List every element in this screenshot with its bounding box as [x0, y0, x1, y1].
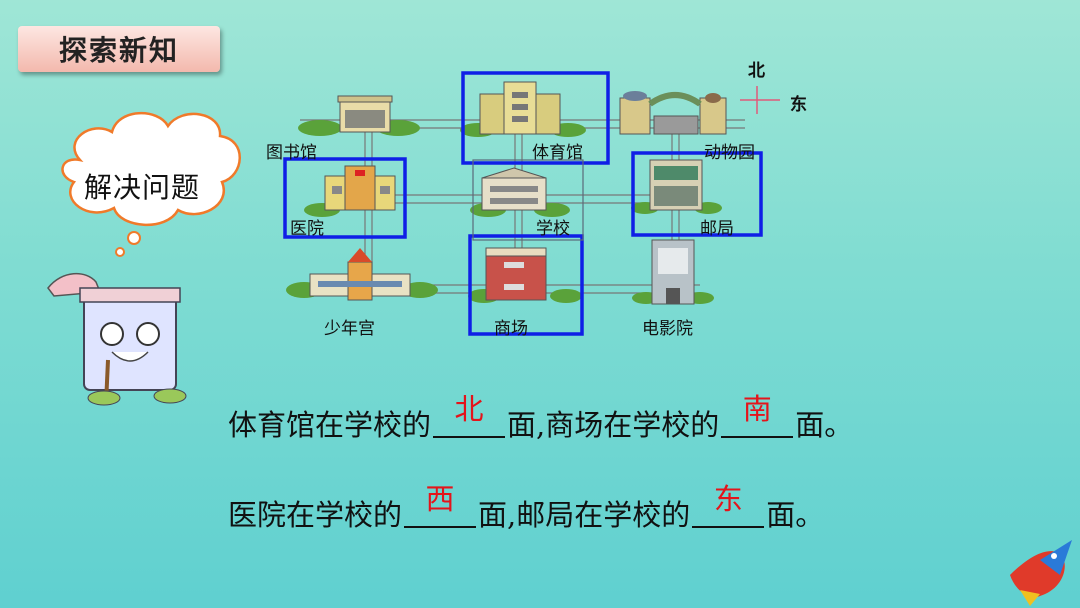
school-building [470, 167, 570, 217]
answer-1-north: 北 [454, 392, 484, 426]
question-1-middle: 面,商场在学校的 [507, 408, 720, 442]
answer-blank-3[interactable]: 西 [404, 482, 477, 528]
answer-4-east: 东 [713, 482, 743, 516]
section-title: 探索新知 [18, 26, 220, 72]
question-2-after: 面。 [766, 498, 825, 532]
question-1-before: 体育馆在学校的 [228, 408, 432, 442]
question-2-middle: 面,邮局在学校的 [478, 498, 691, 532]
label-gym: 体育馆 [532, 143, 583, 163]
parrot-decoration [1010, 540, 1072, 606]
zoo-building [619, 91, 727, 135]
answer-blank-2[interactable]: 南 [721, 392, 794, 438]
compass-north-label: 北 [748, 61, 765, 81]
label-mall: 商场 [494, 319, 528, 339]
question-line-2: 医院在学校的 西 面,邮局在学校的 东 面。 [228, 482, 825, 534]
gym-building [460, 81, 586, 137]
answer-blank-1[interactable]: 北 [433, 392, 506, 438]
hospital-building [304, 165, 396, 217]
youth-palace-building [286, 248, 438, 301]
question-2-before: 医院在学校的 [228, 498, 403, 532]
label-zoo: 动物园 [704, 143, 755, 163]
question-1-after: 面。 [795, 408, 854, 442]
label-youth-palace: 少年宫 [324, 319, 375, 339]
post-office-building [631, 159, 722, 214]
bubble-text: 解决问题 [84, 171, 201, 204]
question-line-1: 体育馆在学校的 北 面,商场在学校的 南 面。 [228, 392, 854, 444]
answer-blank-4[interactable]: 东 [692, 482, 765, 528]
thought-bubble [61, 112, 241, 257]
compass-east-label: 东 [790, 95, 807, 115]
label-hospital: 医院 [290, 219, 324, 239]
compass-cross [740, 86, 780, 114]
library-building [298, 95, 420, 136]
label-cinema: 电影院 [642, 319, 693, 339]
cinema-building [632, 239, 714, 305]
label-post-office: 邮局 [700, 219, 734, 239]
mall-building [468, 247, 582, 303]
answer-3-west: 西 [425, 482, 455, 516]
answer-2-south: 南 [742, 392, 772, 426]
label-school: 学校 [536, 219, 570, 239]
label-library: 图书馆 [266, 143, 317, 163]
highlight-boxes [283, 71, 763, 336]
book-character [47, 273, 187, 406]
